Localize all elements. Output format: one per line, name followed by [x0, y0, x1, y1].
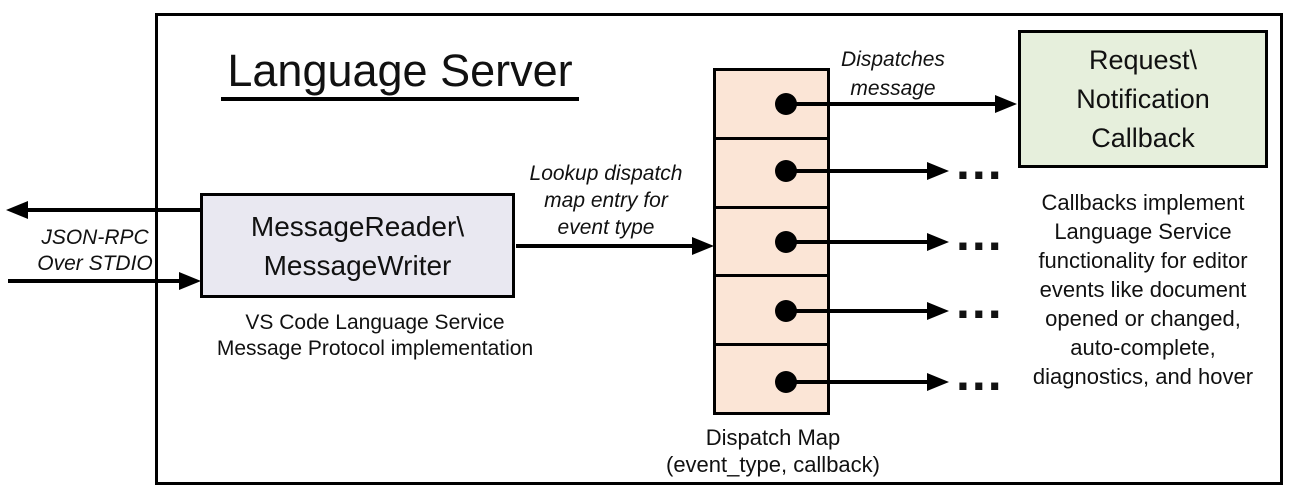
callback-box-line-2: Notification — [1076, 83, 1210, 114]
callbacks-note-line-2: Language Service — [1054, 219, 1232, 244]
lookup-dispatch-label: Lookup dispatch map entry for event type — [511, 160, 701, 241]
dispatches-label-line-1: Dispatches — [841, 48, 945, 71]
callbacks-note: Callbacks implement Language Service fun… — [1007, 188, 1279, 391]
lookup-label-line-2: map entry for — [544, 189, 668, 212]
ellipsis-row-5: ... — [956, 345, 1004, 401]
dispatch-map-table — [713, 68, 830, 415]
ellipsis-row-3: ... — [956, 205, 1004, 261]
page-title-text: Language Server — [221, 46, 579, 101]
callbacks-note-line-7: diagnostics, and hover — [1032, 364, 1254, 389]
callbacks-note-line-6: auto-complete, — [1070, 335, 1216, 360]
reader-caption: VS Code Language Service Message Protoco… — [190, 310, 560, 362]
json-rpc-stdio-label: JSON-RPC Over STDIO — [15, 225, 175, 277]
json-rpc-label-line-1: JSON-RPC — [41, 226, 149, 249]
reader-caption-line-2: Message Protocol implementation — [216, 337, 534, 360]
dispatches-label-line-2: message — [850, 77, 936, 100]
dispatch-map-row — [716, 205, 827, 275]
dispatch-map-caption: Dispatch Map (event_type, callback) — [648, 424, 898, 478]
dispatch-map-row — [716, 274, 827, 343]
reader-box-line-1: MessageReader\ — [250, 210, 465, 242]
message-reader-writer-box: MessageReader\ MessageWriter — [200, 193, 515, 298]
lookup-label-line-3: event type — [557, 216, 655, 239]
lookup-label-line-1: Lookup dispatch — [529, 162, 683, 185]
dispatch-caption-line-2: (event_type, callback) — [666, 452, 880, 477]
json-rpc-label-line-2: Over STDIO — [37, 252, 153, 275]
dispatch-caption-line-1: Dispatch Map — [705, 425, 841, 450]
callbacks-note-line-5: opened or changed, — [1045, 306, 1241, 331]
dispatch-map-row — [716, 136, 827, 206]
page-title: Language Server — [160, 46, 640, 101]
dispatch-map-row — [716, 71, 827, 137]
ellipsis-row-2: ... — [956, 134, 1004, 190]
callbacks-note-line-4: events like document — [1039, 277, 1247, 302]
dispatch-map-row — [716, 343, 827, 412]
callbacks-note-line-1: Callbacks implement — [1041, 190, 1245, 215]
dispatches-message-label: Dispatches message — [818, 45, 968, 103]
request-notification-callback-box: Request\ Notification Callback — [1018, 30, 1268, 168]
callback-box-line-3: Callback — [1091, 122, 1195, 153]
reader-box-line-2: MessageWriter — [263, 249, 452, 281]
reader-caption-line-1: VS Code Language Service — [245, 311, 505, 334]
callback-box-line-1: Request\ — [1088, 44, 1198, 75]
callbacks-note-line-3: functionality for editor — [1038, 248, 1248, 273]
ellipsis-row-4: ... — [956, 273, 1004, 329]
